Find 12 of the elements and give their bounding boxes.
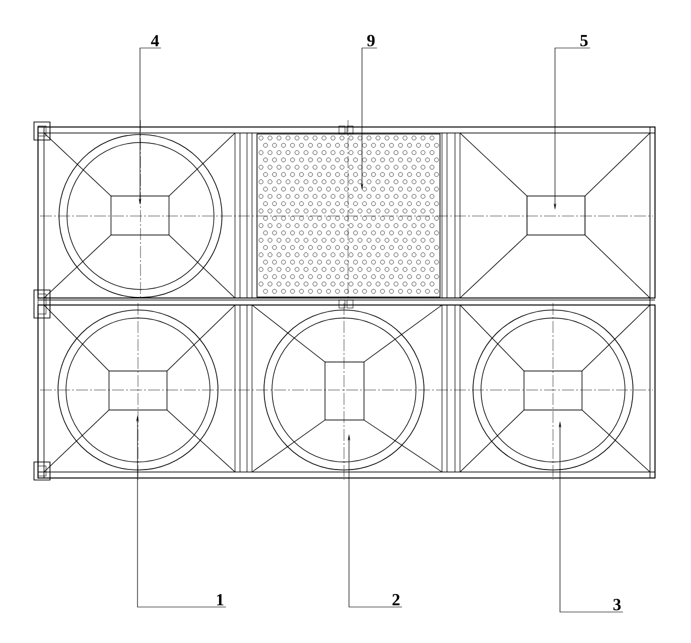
fan-ring bbox=[472, 310, 634, 470]
perforated-panel bbox=[256, 134, 440, 298]
callout-number: 5 bbox=[580, 35, 588, 46]
outlet-box bbox=[526, 196, 586, 236]
callout-number: 9 bbox=[367, 34, 375, 46]
fan-ring bbox=[58, 134, 222, 298]
callout-number: 2 bbox=[392, 594, 400, 606]
fan-ring bbox=[58, 310, 218, 470]
callout-number: 1 bbox=[217, 594, 224, 606]
fan-ring bbox=[264, 310, 424, 470]
callout-number: 4 bbox=[150, 35, 159, 46]
callout-number: 3 bbox=[613, 598, 621, 610]
